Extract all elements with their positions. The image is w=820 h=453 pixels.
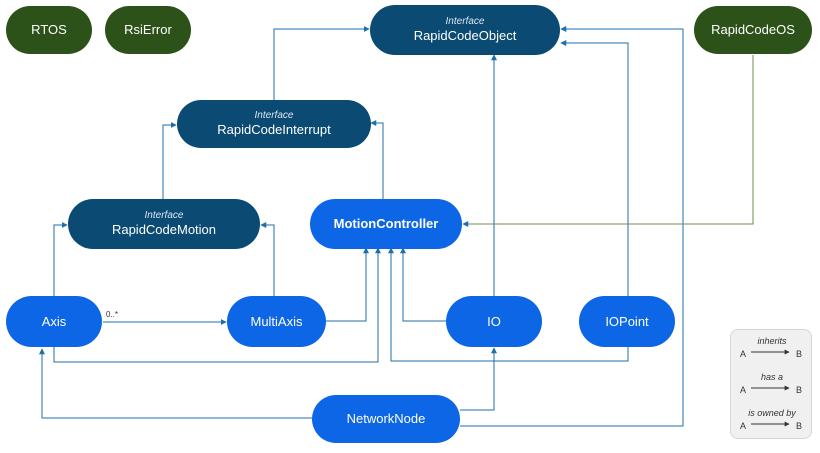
- legend-arrow: [751, 421, 790, 427]
- interface-tag: Interface: [445, 16, 485, 27]
- node-label: RapidCodeObject: [413, 28, 517, 43]
- node-rapidcodeinterrupt[interactable]: Interface RapidCodeInterrupt: [177, 100, 371, 148]
- legend-b: B: [796, 421, 803, 431]
- edge-multiaxis-motion: [260, 222, 275, 296]
- node-label: RapidCodeInterrupt: [217, 122, 331, 137]
- legend-b: B: [796, 385, 803, 395]
- node-label: RapidCodeMotion: [111, 222, 217, 237]
- node-label: RTOS: [31, 22, 67, 37]
- node-label: Axis: [41, 313, 67, 329]
- legend-item-owned-by: is owned by A B: [731, 408, 813, 438]
- multiplicity-label: 0..*: [106, 310, 119, 319]
- edge-iopoint-object: [560, 40, 629, 296]
- legend: inherits A B has a A B is owned by A B: [730, 329, 812, 439]
- node-label: NetworkNode: [346, 411, 426, 426]
- legend-arrow: [751, 349, 790, 355]
- edge-io-controller: [400, 247, 446, 322]
- edge-networknode-io: [460, 347, 497, 411]
- legend-caption: is owned by: [748, 408, 796, 418]
- interface-tag: Interface: [144, 210, 184, 221]
- edge-os-controller: [462, 55, 754, 227]
- node-io[interactable]: IO: [446, 296, 542, 347]
- interface-tag: Interface: [254, 110, 294, 121]
- edge-motion-interrupt: [162, 122, 177, 199]
- legend-caption: has a: [760, 372, 784, 382]
- node-rtos[interactable]: RTOS: [6, 6, 92, 54]
- edge-controller-interrupt: [370, 120, 384, 199]
- legend-a: A: [740, 421, 747, 431]
- node-label: MultiAxis: [250, 313, 303, 329]
- legend-item-inherits: inherits A B: [731, 336, 813, 366]
- edge-axis-motion: [53, 222, 68, 296]
- legend-item-has-a: has a A B: [731, 372, 813, 402]
- node-axis[interactable]: Axis: [6, 296, 102, 347]
- legend-a: A: [740, 385, 747, 395]
- node-motioncontroller[interactable]: MotionController: [310, 199, 462, 249]
- node-label: IOPoint: [605, 313, 649, 329]
- legend-arrow: [751, 385, 790, 391]
- node-rapidcodeobject[interactable]: Interface RapidCodeObject: [370, 5, 560, 55]
- edge-networknode-axis: [39, 348, 312, 419]
- node-rsierror[interactable]: RsiError: [105, 6, 191, 54]
- edge-interrupt-object: [273, 26, 370, 100]
- node-label: RapidCodeOS: [711, 22, 795, 37]
- edge-networknode-object: [460, 26, 684, 427]
- node-label: MotionController: [333, 216, 439, 231]
- node-networknode[interactable]: NetworkNode: [312, 395, 460, 443]
- node-rapidcodeos[interactable]: RapidCodeOS: [694, 6, 812, 54]
- legend-a: A: [740, 349, 747, 359]
- node-rapidcodemotion[interactable]: Interface RapidCodeMotion: [68, 199, 260, 249]
- edge-multiaxis-controller: [326, 247, 369, 322]
- edge-iopoint-controller: [388, 247, 629, 362]
- legend-caption: inherits: [757, 336, 787, 346]
- node-multiaxis[interactable]: MultiAxis: [227, 296, 326, 347]
- legend-b: B: [796, 349, 803, 359]
- node-label: IO: [487, 313, 501, 329]
- edge-axis-controller: [53, 247, 381, 363]
- node-iopoint[interactable]: IOPoint: [579, 296, 675, 347]
- node-label: RsiError: [124, 22, 172, 37]
